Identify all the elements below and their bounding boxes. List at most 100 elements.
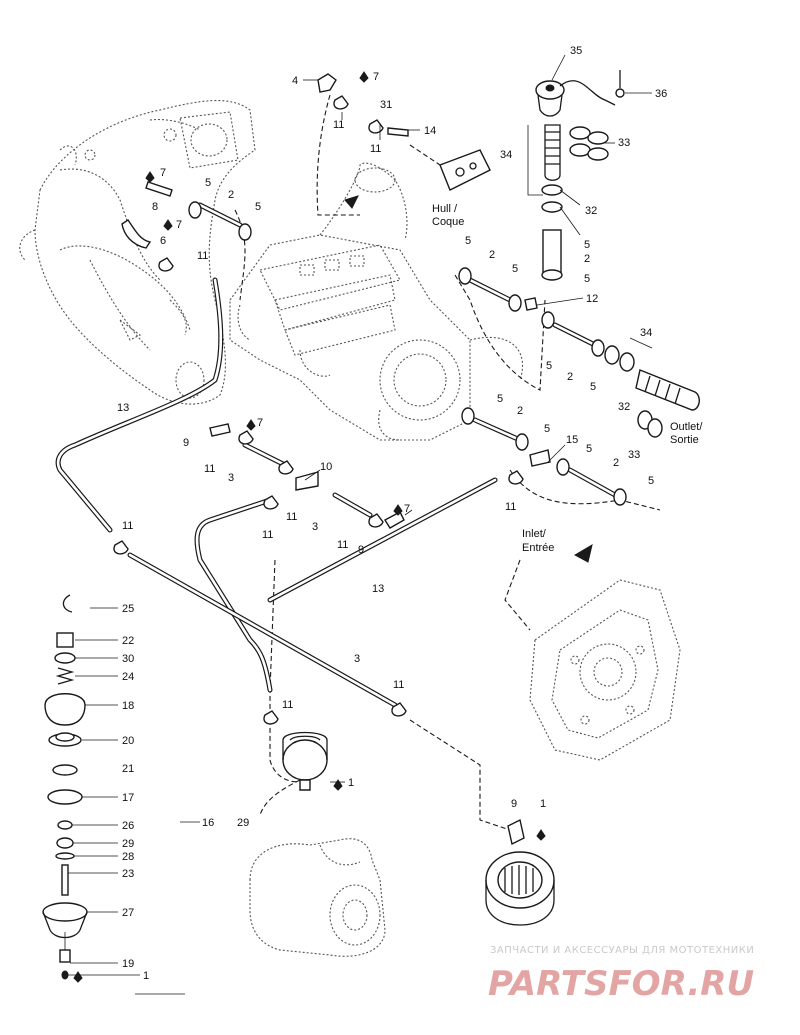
hull-fitting [439, 149, 491, 191]
callout-2: 2 [517, 405, 523, 417]
location-labels: Hull / Coque Outlet/ Sortie Inlet/ Entré… [432, 203, 703, 554]
callout-34: 34 [640, 327, 652, 339]
callout-3: 3 [354, 653, 360, 665]
callout-13: 13 [117, 402, 129, 414]
routing-lines [234, 94, 661, 831]
callout-9: 9 [511, 798, 517, 810]
callout-7: 7 [257, 417, 263, 429]
callout-32: 32 [585, 205, 597, 217]
callout-8: 8 [152, 201, 158, 213]
outlet-nozzle [635, 369, 700, 411]
callout-11: 11 [282, 699, 293, 711]
callout-20: 20 [122, 735, 134, 747]
callout-16: 16 [202, 817, 214, 829]
callout-9: 9 [358, 544, 364, 556]
callout-29: 29 [237, 817, 249, 829]
callout-1: 1 [143, 970, 149, 982]
callout-5: 5 [546, 360, 552, 372]
callouts: 4 7 31 11 14 11 35 36 33 34 32 5 2 5 12 … [117, 45, 667, 982]
callout-9: 9 [183, 437, 189, 449]
fittings [121, 73, 551, 846]
callout-11: 11 [204, 463, 215, 475]
callout-23: 23 [122, 868, 134, 880]
callout-33: 33 [618, 137, 630, 149]
callout-30: 30 [122, 653, 134, 665]
callout-11: 11 [197, 250, 208, 262]
callout-24: 24 [122, 671, 134, 683]
callout-1: 1 [348, 777, 354, 789]
callout-27: 27 [122, 907, 134, 919]
callout-2: 2 [584, 253, 590, 265]
reservoir-body [249, 838, 386, 957]
label-inlet: Inlet/ [522, 528, 547, 540]
label-outlet: Outlet/ [670, 421, 703, 433]
callout-2: 2 [228, 189, 234, 201]
callout-5: 5 [586, 443, 592, 455]
hose-13-right [194, 477, 498, 693]
pump-housing [529, 579, 681, 761]
callout-4: 4 [292, 75, 298, 87]
lubricant-marks [73, 71, 546, 983]
callout-5: 5 [544, 423, 550, 435]
hose-3-long [127, 552, 398, 708]
callout-13: 13 [372, 583, 384, 595]
callout-26: 26 [122, 820, 134, 832]
callout-11: 11 [262, 529, 273, 541]
callout-12: 12 [586, 293, 598, 305]
callout-5: 5 [497, 393, 503, 405]
clips [113, 95, 524, 725]
callout-2: 2 [613, 457, 619, 469]
label-hull: Hull / [432, 203, 458, 215]
callout-19: 19 [122, 958, 134, 970]
callout-11: 11 [286, 511, 297, 523]
exhaust-manifold [19, 100, 256, 405]
callout-35: 35 [570, 45, 582, 57]
callout-15: 15 [566, 434, 578, 446]
callout-11: 11 [333, 119, 344, 131]
callout-36: 36 [655, 88, 667, 100]
callout-5: 5 [255, 201, 261, 213]
callout-3: 3 [312, 521, 318, 533]
callout-14: 14 [424, 125, 436, 137]
watermark-caption: ЗАПЧАСТИ И АКСЕССУАРЫ ДЛЯ МОТОТЕХНИКИ [490, 945, 754, 956]
engine-block [229, 162, 524, 441]
callout-28: 28 [122, 851, 134, 863]
callout-11: 11 [370, 143, 381, 155]
callout-21: 21 [122, 763, 134, 775]
watermark: ЗАПЧАСТИ И АКСЕССУАРЫ ДЛЯ МОТОТЕХНИКИ PA… [488, 945, 754, 1004]
callout-7: 7 [373, 71, 379, 83]
hose-3-short [242, 442, 373, 518]
callout-1: 1 [540, 798, 546, 810]
callout-29: 29 [122, 838, 134, 850]
callout-22: 22 [122, 635, 134, 647]
callout-5: 5 [590, 381, 596, 393]
callout-11: 11 [337, 539, 348, 551]
callout-7: 7 [160, 167, 166, 179]
callout-5: 5 [205, 177, 211, 189]
callout-34: 34 [500, 149, 512, 161]
callout-2: 2 [567, 371, 573, 383]
label-sortie: Sortie [670, 434, 699, 446]
hose-13-left [55, 277, 224, 533]
callout-11: 11 [122, 520, 133, 532]
callout-6: 6 [160, 235, 166, 247]
callout-2: 2 [489, 249, 495, 261]
callout-5: 5 [512, 263, 518, 275]
callout-18: 18 [122, 700, 134, 712]
callout-5: 5 [465, 235, 471, 247]
callout-33: 33 [628, 449, 640, 461]
hose-2-top [197, 202, 243, 228]
callout-25: 25 [122, 603, 134, 615]
flow-arrows [344, 195, 593, 563]
callout-17: 17 [122, 792, 134, 804]
label-coque: Coque [432, 216, 464, 228]
water-filter [485, 851, 555, 926]
label-entree: Entrée [522, 542, 554, 554]
callout-11: 11 [505, 501, 516, 513]
filler-assembly [527, 70, 625, 281]
callout-7: 7 [404, 503, 410, 515]
hose-2-mid [467, 277, 618, 498]
callout-11: 11 [393, 679, 404, 691]
callout-3: 3 [228, 472, 234, 484]
